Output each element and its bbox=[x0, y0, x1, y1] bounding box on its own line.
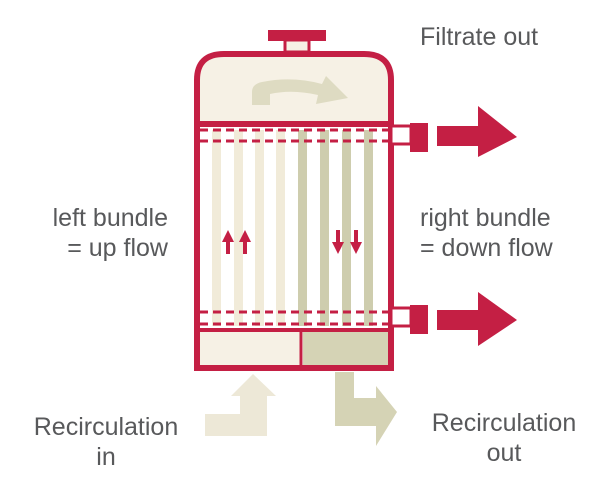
recirculation-in-arrow bbox=[205, 374, 276, 436]
left-bundle-line-1: left bundle bbox=[52, 204, 168, 232]
lower-outlet-stub bbox=[389, 306, 413, 328]
left-bundle-label: left bundle = up flow bbox=[53, 203, 168, 263]
left-tube-bundle bbox=[212, 130, 285, 326]
filtrate-out-text: Filtrate out bbox=[420, 23, 539, 51]
tube bbox=[364, 130, 373, 326]
curved-arrow-icon bbox=[252, 76, 348, 105]
right-bundle-line-2: = down flow bbox=[420, 234, 553, 262]
top-nozzle-cap bbox=[268, 30, 326, 41]
filtrate-out-label: Filtrate out bbox=[420, 22, 538, 52]
lower-tube-sheet bbox=[200, 310, 410, 326]
right-arrow-icon bbox=[437, 106, 517, 157]
double-up-arrow-icon bbox=[222, 230, 251, 254]
top-nozzle-stem bbox=[283, 38, 311, 54]
lower-outlet-flange bbox=[410, 305, 428, 334]
right-tube-bundle bbox=[298, 130, 373, 326]
tube bbox=[234, 130, 243, 326]
recirculation-in-label: Recirculation in bbox=[22, 412, 190, 472]
tube bbox=[342, 130, 351, 326]
tube bbox=[255, 130, 264, 326]
upper-outlet-flange bbox=[410, 123, 428, 152]
recirculation-out-label: Recirculation out bbox=[420, 408, 588, 468]
bottom-chamber-left bbox=[200, 332, 300, 365]
right-arrow-icon bbox=[437, 292, 517, 346]
left-bundle-line-2: = up flow bbox=[67, 234, 168, 262]
recirculation-in-line-2: in bbox=[96, 443, 116, 471]
double-down-arrow-icon bbox=[332, 230, 362, 254]
recirculation-out-arrow bbox=[335, 372, 397, 446]
tube bbox=[320, 130, 329, 326]
bottom-chamber-right bbox=[303, 332, 388, 365]
tube bbox=[298, 130, 307, 326]
right-bundle-label: right bundle = down flow bbox=[420, 203, 553, 263]
tube bbox=[212, 130, 221, 326]
recirculation-out-line-2: out bbox=[486, 439, 522, 467]
recirculation-out-line-1: Recirculation bbox=[431, 409, 577, 437]
upper-outlet-stub bbox=[389, 124, 413, 146]
right-bundle-line-1: right bundle bbox=[420, 204, 551, 232]
recirculation-in-line-1: Recirculation bbox=[33, 413, 179, 441]
upper-tube-sheet bbox=[200, 128, 410, 143]
tube bbox=[276, 130, 285, 326]
